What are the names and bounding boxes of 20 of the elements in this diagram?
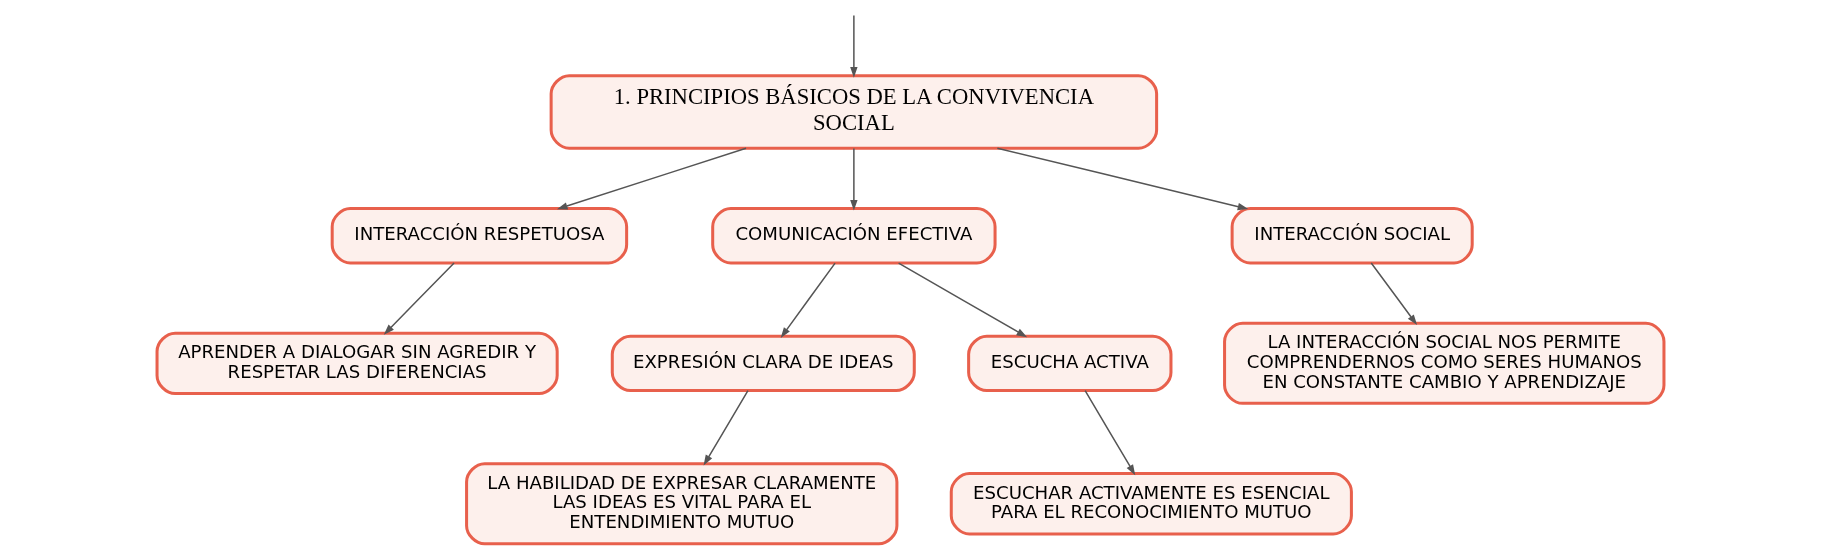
node-box: INTERACCIÓN SOCIAL xyxy=(1230,207,1474,265)
node-box: INTERACCIÓN RESPETUOSA xyxy=(330,207,629,265)
node-box: 1. PRINCIPIOS BÁSICOS DE LA CONVIVENCIA SOCIAL xyxy=(549,74,1159,150)
node-box: APRENDER A DIALOGAR SIN AGREDIR Y RESPETAR LAS DIFERENCIAS xyxy=(155,331,559,396)
arrow xyxy=(850,147,858,211)
node-box: ESCUCHA ACTIVA xyxy=(967,334,1173,393)
arrow xyxy=(897,262,1028,338)
node-box: COMUNICACIÓN EFECTIVA xyxy=(711,207,997,265)
arrow xyxy=(996,147,1249,211)
arrow xyxy=(383,262,455,335)
arrow xyxy=(1370,262,1418,326)
arrow xyxy=(780,262,836,338)
node-box: LA INTERACCIÓN SOCIAL NOS PERMITE COMPRENDERNOS COMO SERES HUMANOS EN CONSTANTE CAMBIO Y APRENDIZAJE xyxy=(1223,321,1666,405)
node-box: ESCUCHAR ACTIVAMENTE ES ESENCIAL PARA EL RECONOCIMIENTO MUTUO xyxy=(949,472,1353,536)
node-box: LA HABILIDAD DE EXPRESAR CLARAMENTE LAS IDEAS ES VITAL PARA EL ENTENDIMIENTO MUTUO xyxy=(465,462,899,546)
arrow xyxy=(850,14,858,78)
arrow xyxy=(703,389,749,466)
arrow xyxy=(556,147,747,210)
node-box: EXPRESIÓN CLARA DE IDEAS xyxy=(610,334,916,393)
arrow xyxy=(1084,389,1136,476)
